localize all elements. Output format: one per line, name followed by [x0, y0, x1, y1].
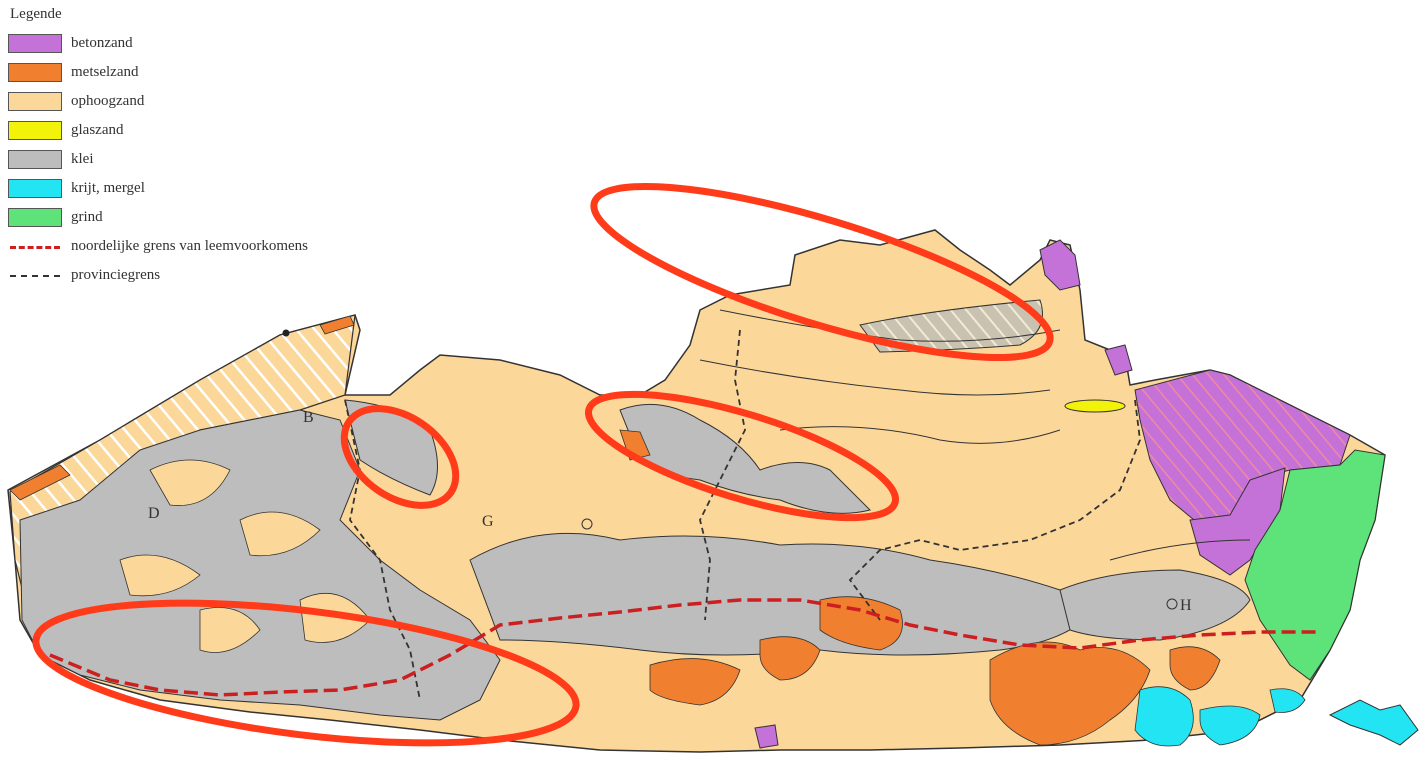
legend-label: metselzand — [71, 64, 139, 80]
legend-item-krijt-mergel: krijt, mergel — [8, 174, 308, 203]
legend-label: provinciegrens — [71, 267, 161, 283]
legend-label: noordelijke grens van leemvoorkomens — [71, 238, 309, 254]
region-krijt-mergel — [1269, 688, 1306, 713]
region-metselzand-coast — [319, 315, 355, 335]
legend-swatch-klei — [8, 150, 62, 169]
region-metselzand — [649, 658, 741, 706]
region-metselzand-coast — [9, 464, 71, 501]
legend-swatch-glaszand — [8, 121, 62, 140]
region-ophoogzand-patch — [199, 607, 261, 653]
legend-item-klei: klei — [8, 145, 308, 174]
region-metselzand — [989, 641, 1151, 746]
legend-swatch-ophoogzand — [8, 92, 62, 111]
legend-label: klei — [71, 151, 94, 167]
legend-swatch-province-boundary — [8, 266, 62, 285]
map-label-g: G — [482, 513, 494, 530]
region-betonzand-small — [1039, 239, 1081, 291]
coast-dot — [282, 329, 290, 337]
contour-line — [779, 426, 1061, 444]
province-boundary — [848, 399, 1141, 621]
region-glaszand — [1064, 399, 1126, 413]
contour-line — [719, 309, 1061, 342]
map-legend: Legende betonzand metselzand ophoogzand … — [8, 6, 308, 290]
legend-item-ophoogzand: ophoogzand — [8, 87, 308, 116]
legend-swatch-krijt-mergel — [8, 179, 62, 198]
region-krijt-mergel-exclave — [1328, 699, 1419, 746]
annotation-ellipse-north — [590, 182, 1054, 362]
legend-label: glaszand — [71, 122, 124, 138]
region-betonzand-small — [754, 724, 779, 749]
legend-item-grind: grind — [8, 203, 308, 232]
annotation-ellipse-central — [584, 390, 900, 522]
region-metselzand — [819, 596, 903, 651]
region-ophoogzand-patch — [149, 459, 231, 506]
legend-label: krijt, mergel — [71, 180, 145, 196]
legend-swatch-metselzand — [8, 63, 62, 82]
annotation-ellipse-b — [340, 405, 460, 509]
region-metselzand — [1169, 646, 1221, 691]
contour-line — [699, 359, 1051, 396]
region-grind — [1244, 449, 1386, 681]
legend-item-metselzand: metselzand — [8, 58, 308, 87]
legend-item-leem-boundary: noordelijke grens van leemvoorkomens — [8, 232, 308, 261]
region-klei-east — [1059, 569, 1251, 641]
legend-swatch-grind — [8, 208, 62, 227]
map-label-h: H — [1180, 597, 1192, 614]
contour-line — [1109, 539, 1251, 561]
legend-label: betonzand — [71, 35, 133, 51]
region-krijt-mergel — [1199, 705, 1261, 746]
province-boundary — [699, 329, 746, 621]
region-ophoogzand-patch — [239, 511, 321, 557]
leem-boundary-line — [49, 598, 1320, 697]
annotation-ellipse-southwest — [32, 599, 580, 747]
legend-swatch-leem-boundary — [8, 237, 62, 256]
region-klei-west — [19, 409, 501, 721]
marker-circle — [581, 518, 593, 530]
legend-item-province-boundary: provinciegrens — [8, 261, 308, 290]
legend-swatch-betonzand — [8, 34, 62, 53]
region-ophoogzand-patch — [119, 554, 201, 597]
legend-label: grind — [71, 209, 103, 225]
region-klei-north — [619, 403, 871, 514]
map-label-d: D — [148, 505, 160, 522]
region-betonzand-small — [1104, 344, 1133, 376]
legend-item-glaszand: glaszand — [8, 116, 308, 145]
legend-label: ophoogzand — [71, 93, 145, 109]
region-metselzand — [759, 636, 821, 681]
region-krijt-mergel — [1134, 686, 1194, 747]
legend-title: Legende — [10, 6, 62, 22]
marker-circle — [1166, 598, 1178, 610]
legend-item-betonzand: betonzand — [8, 29, 308, 58]
map-label-b: B — [303, 409, 314, 426]
